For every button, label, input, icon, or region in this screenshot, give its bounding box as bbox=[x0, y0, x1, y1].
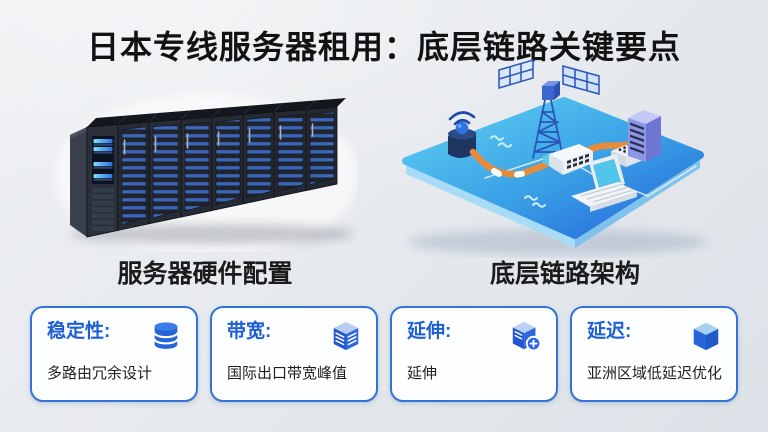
cube-icon bbox=[693, 322, 719, 351]
network-architecture-image bbox=[393, 56, 737, 258]
laptop bbox=[571, 154, 637, 212]
server-building bbox=[628, 110, 661, 162]
network-architecture-graphic bbox=[402, 58, 708, 255]
card-latency: 延迟: 亚洲区域低延迟优化 bbox=[570, 306, 738, 402]
feature-cards: 稳定性: 多路由冗余设计 带宽: bbox=[30, 306, 738, 402]
wifi-node bbox=[448, 111, 476, 159]
card-stability: 稳定性: 多路由冗余设计 bbox=[30, 306, 198, 402]
database-icon bbox=[153, 322, 179, 349]
card-label: 延伸: bbox=[407, 321, 452, 342]
connector-box bbox=[543, 144, 593, 175]
left-caption: 服务器硬件配置 bbox=[117, 260, 293, 288]
wave-marks bbox=[490, 135, 546, 208]
card-text: 多路由冗余设计 bbox=[47, 365, 153, 382]
telecom-tower bbox=[498, 58, 600, 159]
card-bandwidth: 带宽: 国际出口带宽峰值 bbox=[210, 306, 378, 402]
right-caption: 底层链路架构 bbox=[489, 260, 640, 288]
card-label: 延迟: bbox=[587, 321, 632, 342]
server-cube-icon bbox=[333, 321, 359, 351]
server-racks-graphic bbox=[55, 94, 359, 258]
card-text: 国际出口带宽峰值 bbox=[227, 365, 348, 382]
server-plus-icon bbox=[512, 321, 542, 352]
fiber-cable bbox=[469, 140, 635, 178]
card-text: 延伸 bbox=[407, 365, 438, 382]
card-label: 稳定性: bbox=[47, 321, 111, 342]
server-racks-image bbox=[52, 84, 359, 258]
card-label: 带宽: bbox=[227, 321, 272, 342]
card-text: 亚洲区域低延迟优化 bbox=[587, 365, 723, 382]
page-title: 日本专线服务器租用：底层链路关键要点 bbox=[86, 29, 681, 65]
card-extension: 延伸: 延伸 bbox=[390, 306, 558, 402]
